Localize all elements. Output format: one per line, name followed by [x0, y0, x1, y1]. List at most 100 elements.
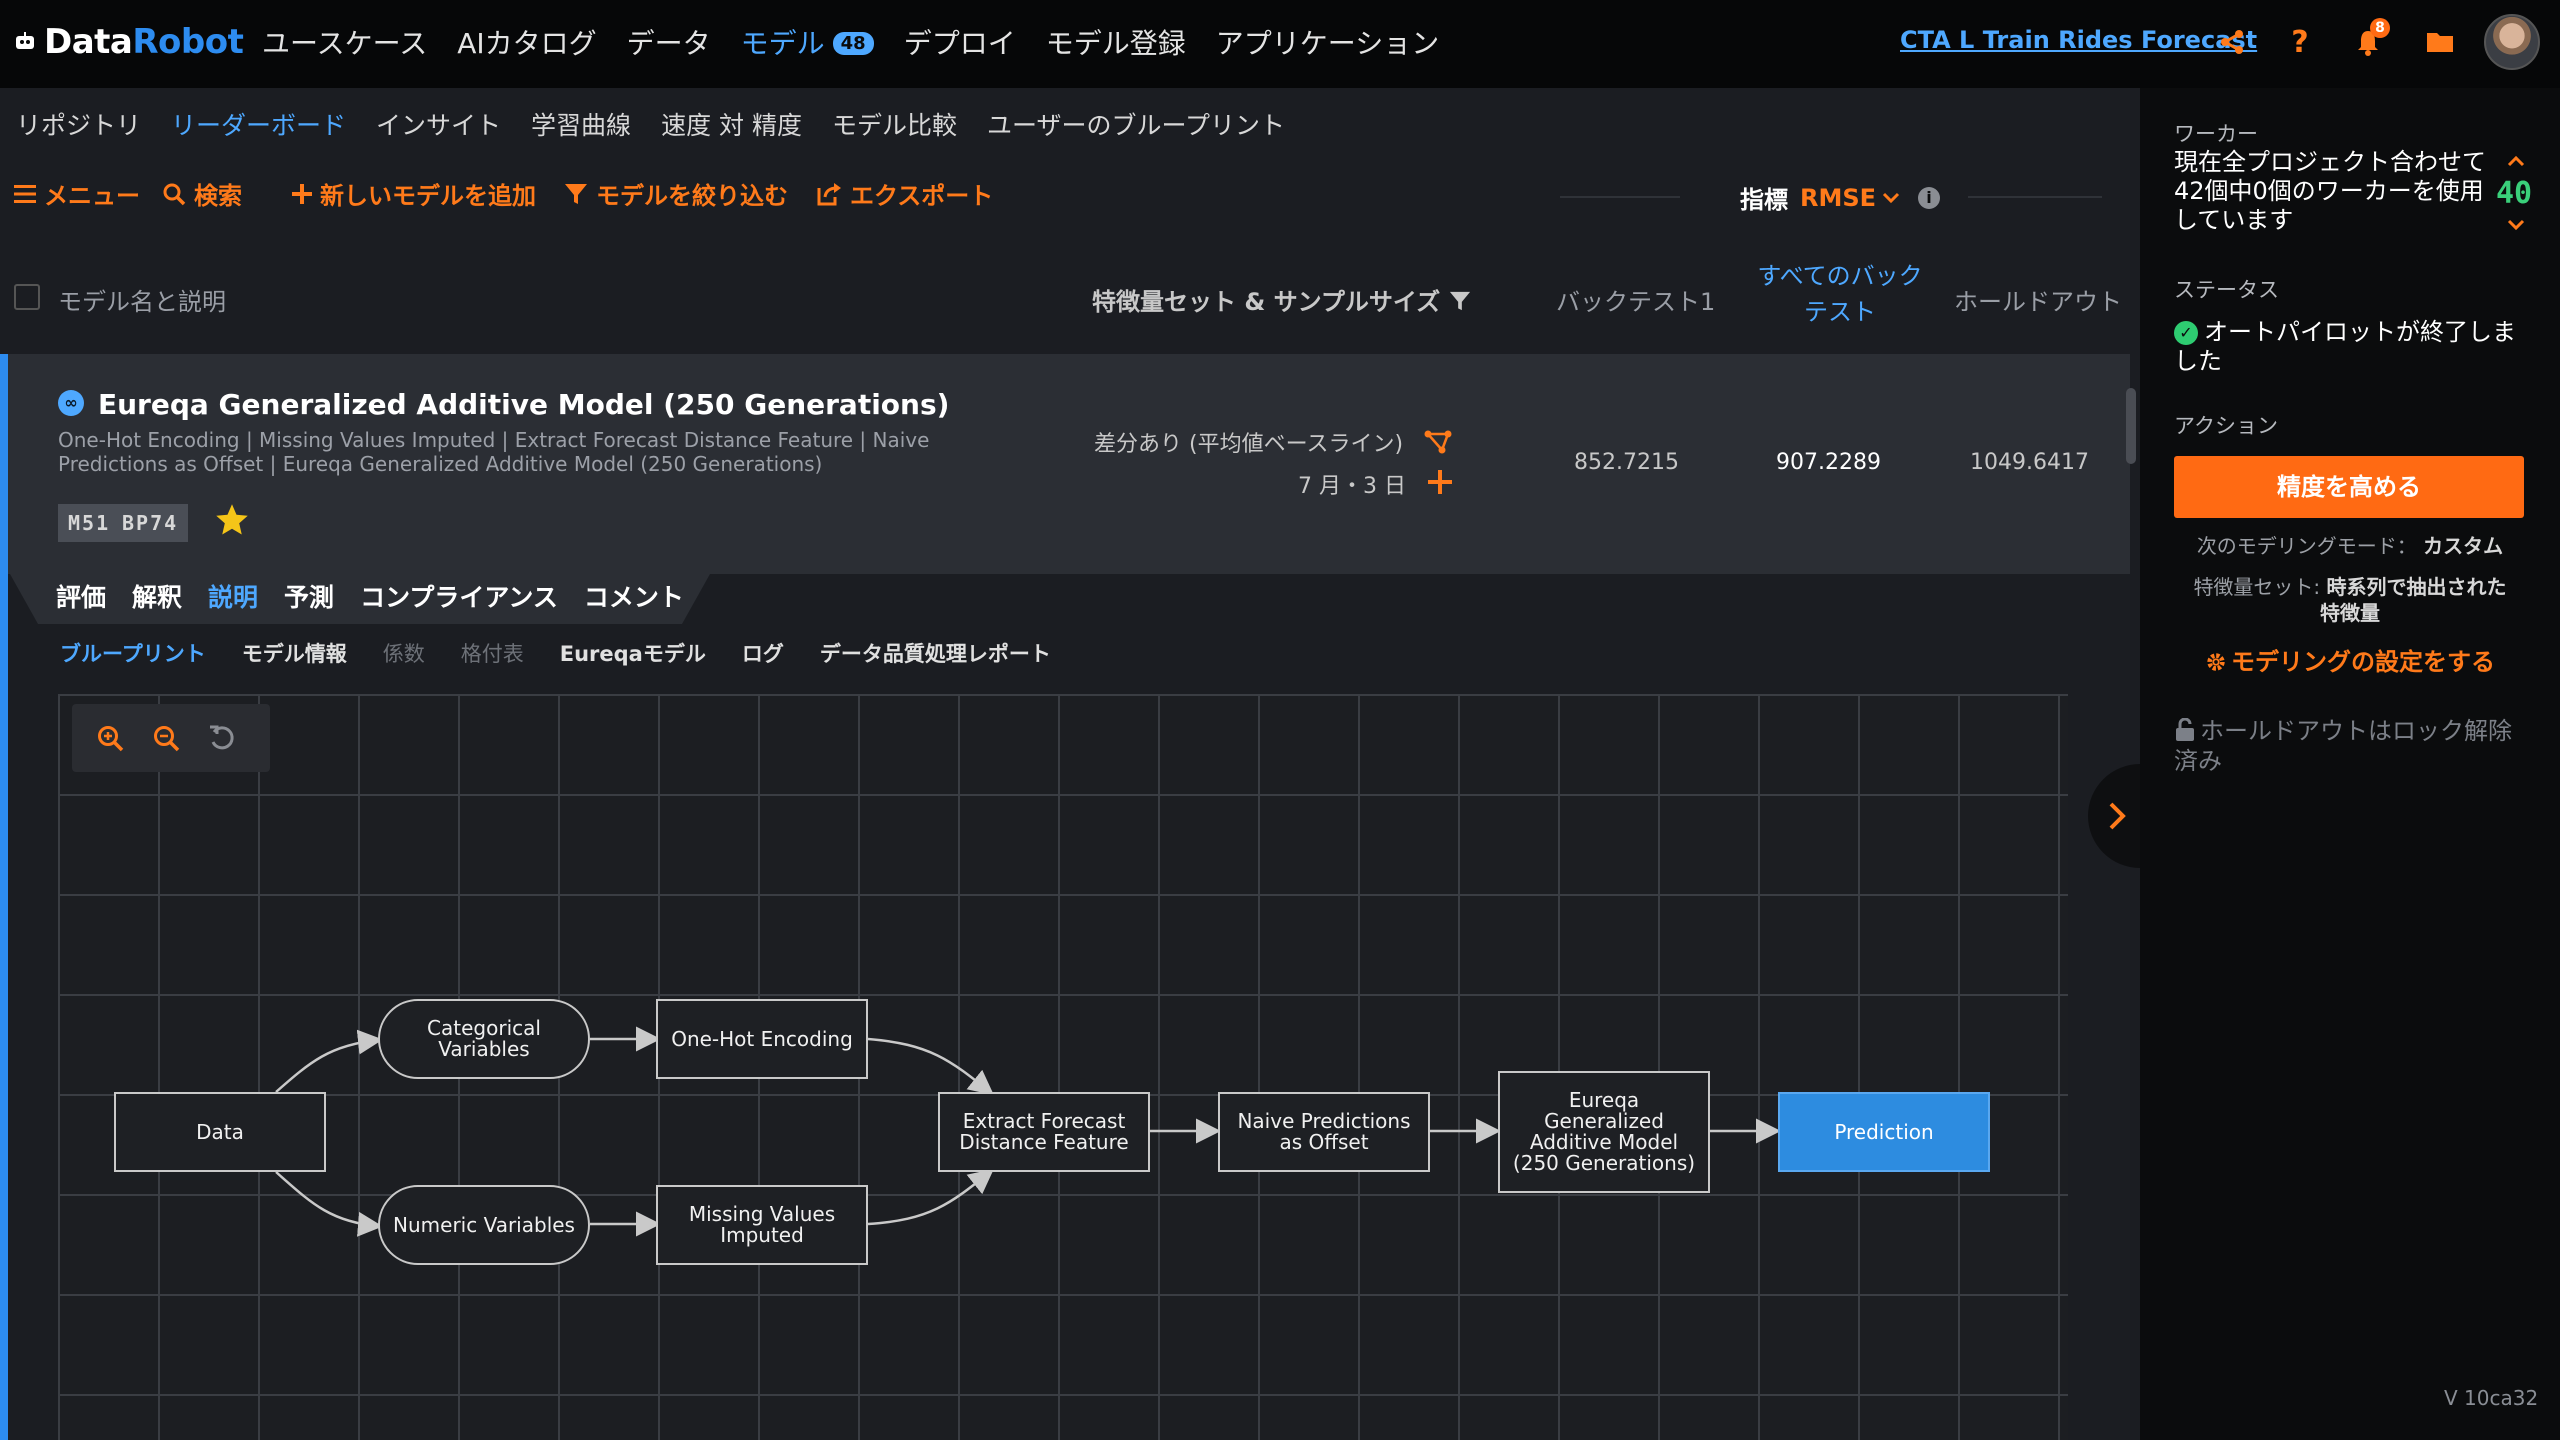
notifications-bell-icon[interactable]: 8 [2348, 18, 2390, 62]
column-feature-set[interactable]: 特徴量セット & サンプルサイズ [1092, 282, 1471, 317]
tabs-background [10, 574, 710, 624]
zoom-out-icon[interactable] [150, 722, 182, 754]
eureqa-model-icon: ∞ [58, 390, 84, 416]
export-icon [817, 182, 841, 205]
folder-icon[interactable] [2420, 22, 2460, 62]
next-modeling-mode: 次のモデリングモード： カスタム [2140, 530, 2560, 559]
hamburger-icon [14, 184, 36, 203]
leaderboard-toolbar: メニュー 検索 新しいモデルを追加 モデルを絞り込む エクスポート 指標 RMS… [0, 168, 2140, 224]
app-version: V 10ca32 [2444, 1386, 2539, 1410]
subnav-model-comparison[interactable]: モデル比較 [831, 111, 957, 140]
tab-describe[interactable]: 説明 [208, 583, 259, 612]
menu-label: メニュー [44, 182, 140, 210]
metric-selector[interactable]: 指標 RMSE i [1740, 180, 1941, 215]
model-id-tag: M51 [58, 504, 121, 542]
improve-accuracy-button[interactable]: 精度を高める [2174, 456, 2524, 518]
user-avatar[interactable] [2484, 14, 2540, 70]
tab-compliance[interactable]: コンプライアンス [360, 583, 558, 612]
nav-data[interactable]: データ [626, 27, 711, 60]
node-naive-predictions[interactable]: Naive Predictions as Offset [1218, 1092, 1430, 1172]
feature-graph-icon[interactable] [1424, 430, 1452, 454]
filter-models-label: モデルを絞り込む [596, 182, 788, 210]
filter-models-button[interactable]: モデルを絞り込む [564, 176, 788, 211]
column-backtest1[interactable]: バックテスト1 [1556, 288, 1716, 316]
subnav-speed-vs-accuracy[interactable]: 速度 対 精度 [661, 111, 802, 140]
nav-model-registry[interactable]: モデル登録 [1045, 27, 1186, 60]
holdout-unlocked-text: ホールドアウトはロック解除済み [2174, 717, 2512, 775]
node-data[interactable]: Data [114, 1092, 326, 1172]
add-sample-plus-icon[interactable] [1428, 470, 1452, 494]
column-model-name[interactable]: モデル名と説明 [58, 288, 226, 316]
subnav-learning-curve[interactable]: 学習曲線 [531, 111, 632, 140]
filter-icon [565, 183, 587, 204]
modeling-settings-link[interactable]: モデリングの設定をする [2140, 642, 2560, 677]
node-prediction[interactable]: Prediction [1778, 1092, 1990, 1172]
menu-button[interactable]: メニュー [14, 176, 140, 211]
subtab-blueprint[interactable]: ブループリント [60, 642, 206, 666]
export-button[interactable]: エクスポート [816, 176, 993, 211]
export-label: エクスポート [850, 182, 994, 210]
help-icon[interactable]: ? [2291, 24, 2309, 60]
workers-increase-icon[interactable] [2506, 154, 2526, 168]
plus-icon [292, 183, 312, 204]
leaderboard-scrollbar[interactable] [2126, 388, 2136, 464]
model-row[interactable]: ∞ Eureqa Generalized Additive Model (250… [0, 354, 2130, 1440]
tab-evaluate[interactable]: 評価 [56, 583, 107, 612]
node-missing-values-imputed[interactable]: Missing Values Imputed [656, 1185, 868, 1265]
metric-label: 指標 [1740, 186, 1788, 214]
search-button[interactable]: 検索 [162, 176, 242, 211]
nav-usecases[interactable]: ユースケース [262, 27, 428, 60]
select-all-checkbox[interactable] [14, 284, 40, 310]
model-title[interactable]: Eureqa Generalized Additive Model (250 G… [98, 388, 950, 421]
node-numeric-variables[interactable]: Numeric Variables [378, 1185, 590, 1265]
column-holdout[interactable]: ホールドアウト [1954, 288, 2122, 316]
subnav-user-blueprints[interactable]: ユーザーのブループリント [986, 111, 1285, 140]
nav-applications[interactable]: アプリケーション [1215, 27, 1440, 60]
sample-size: 7 月・3 日 [1298, 474, 1406, 499]
node-eureqa-gam[interactable]: Eureqa Generalized Additive Model (250 G… [1498, 1071, 1710, 1193]
unlock-icon [2176, 717, 2194, 741]
share-icon[interactable] [2212, 22, 2252, 62]
models-count-badge: 48 [832, 32, 874, 55]
next-mode-label: 次のモデリングモード： [2196, 534, 2417, 558]
expand-panel-button[interactable] [2088, 764, 2146, 868]
feature-set-value: 時系列で抽出された特徴量 [2320, 575, 2507, 625]
column-all-backtests-line2: テスト [1804, 298, 1876, 326]
subtab-log[interactable]: ログ [741, 642, 784, 666]
workers-decrease-icon[interactable] [2506, 218, 2526, 232]
column-all-backtests[interactable]: すべてのバック テスト [1740, 258, 1940, 330]
subtab-rating-table: 格付表 [460, 642, 524, 666]
subtab-data-quality-report[interactable]: データ品質処理レポート [819, 642, 1051, 666]
subnav-insights[interactable]: インサイト [376, 111, 502, 140]
search-label: 検索 [194, 182, 242, 210]
blueprint-id-tag: BP74 [118, 504, 189, 542]
info-icon[interactable]: i [1918, 186, 1941, 209]
project-name-link[interactable]: CTA L Train Rides Forecast [1900, 26, 2258, 54]
nav-ai-catalog[interactable]: AIカタログ [457, 27, 597, 60]
zoom-in-icon[interactable] [94, 722, 126, 754]
node-categorical-variables[interactable]: Categorical Variables [378, 999, 590, 1079]
blueprint-canvas[interactable] [58, 694, 2068, 1440]
add-model-button[interactable]: 新しいモデルを追加 [292, 176, 536, 211]
reset-zoom-icon[interactable] [206, 722, 238, 754]
model-tabs: 評価 解釈 説明 予測 コンプライアンス コメント [56, 578, 710, 614]
describe-subtabs: ブループリント モデル情報 係数 格付表 Eureqaモデル ログ データ品質処… [60, 638, 1087, 668]
action-label: アクション [2174, 414, 2278, 438]
tab-understand[interactable]: 解釈 [132, 583, 183, 612]
subnav-leaderboard[interactable]: リーダーボード [171, 111, 347, 140]
feature-set-label: 特徴量セット: [2193, 575, 2321, 599]
subtab-model-info[interactable]: モデル情報 [241, 642, 347, 666]
subnav-repository[interactable]: リポジトリ [16, 111, 142, 140]
node-one-hot-encoding[interactable]: One-Hot Encoding [656, 999, 868, 1079]
subtab-eureqa-models[interactable]: Eureqaモデル [559, 642, 706, 666]
star-icon[interactable] [214, 502, 250, 538]
nav-deploy[interactable]: デプロイ [903, 27, 1016, 60]
node-extract-forecast-distance[interactable]: Extract Forecast Distance Feature [938, 1092, 1150, 1172]
filter-icon[interactable] [1449, 290, 1471, 312]
tab-predict[interactable]: 予測 [284, 583, 335, 612]
tab-comments[interactable]: コメント [583, 583, 684, 612]
